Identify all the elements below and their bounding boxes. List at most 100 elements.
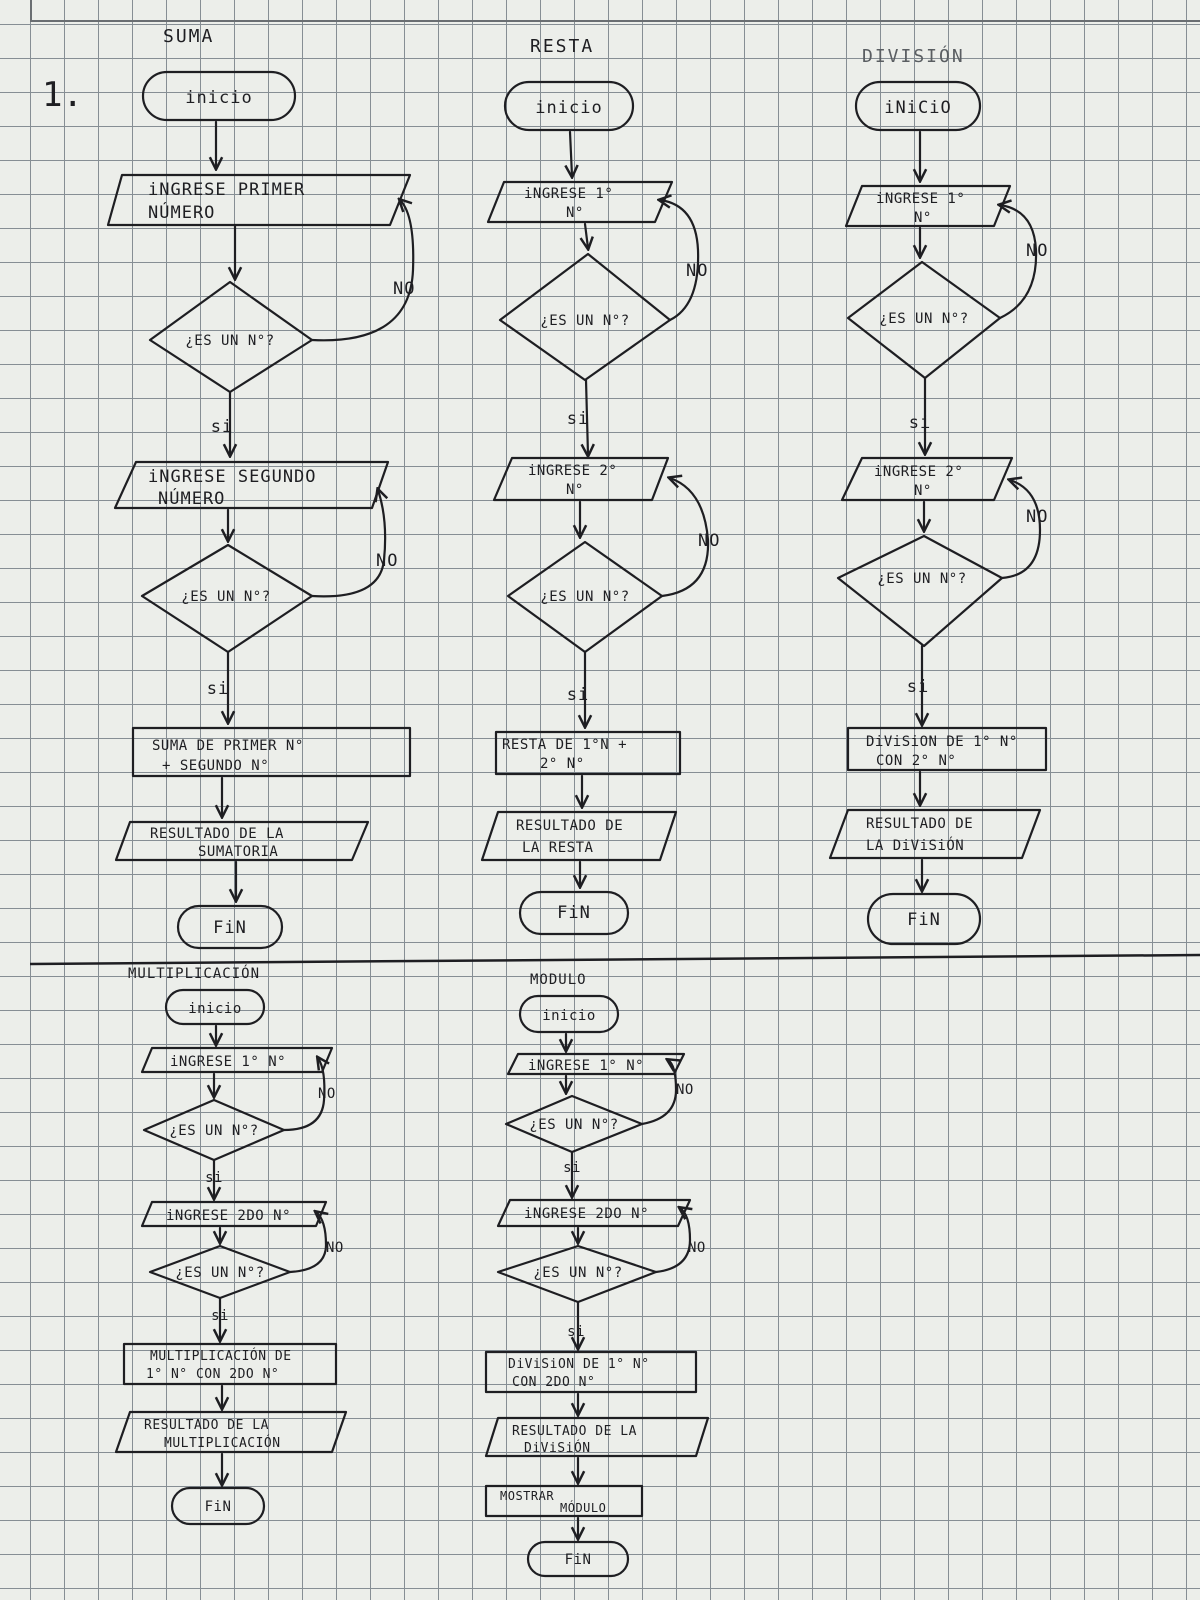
loop-no-suma-1	[310, 200, 415, 342]
title-resta: RESTA	[530, 36, 594, 57]
process-label-multiplicacion: MULTIPLICACIÓN DE	[150, 1348, 292, 1364]
input-first-number-resta	[486, 180, 674, 224]
loop-no-resta-2	[660, 478, 710, 598]
loop-no-multiplicacion-2	[288, 1212, 326, 1274]
output-suma	[114, 820, 370, 862]
output-label2-modulo: DiViSiÓN	[524, 1440, 591, 1456]
start-terminal-modulo	[518, 994, 620, 1034]
loop-no-suma-2	[310, 490, 385, 598]
input-second-number-resta	[492, 456, 670, 502]
output-multiplicacion	[114, 1410, 348, 1454]
process-label-division: DiViSiON DE 1° N°	[866, 734, 1018, 750]
show-label2-modulo: MÓDULO	[560, 1500, 606, 1515]
no-label-division-2: NO	[1026, 507, 1048, 527]
start-terminal-division	[854, 80, 982, 132]
title-multiplicacion: MULTIPLICACIÓN	[128, 964, 260, 982]
output-label-multiplicacion: RESULTADO DE LA	[144, 1418, 269, 1433]
input-second-label-modulo: iNGRESE 2DO N°	[524, 1206, 649, 1222]
input-first-label2-division: N°	[914, 210, 932, 226]
title-modulo: MODULO	[530, 972, 587, 988]
yes-label-resta-1: si	[567, 409, 589, 429]
process-label-suma: SUMA DE PRIMER N°	[152, 738, 304, 754]
title-division: DIVISIÓN	[862, 45, 965, 67]
flowchart-suma: SUMA inicio iNGRESE PRIMER NÚMERO ¿ES UN…	[106, 26, 415, 950]
process-suma	[131, 726, 412, 778]
end-label-multiplicacion: FiN	[205, 1499, 232, 1515]
end-terminal-resta	[518, 890, 630, 936]
process-division	[846, 726, 1048, 772]
input-second-number-multiplicacion	[140, 1200, 328, 1228]
end-terminal-multiplicacion	[170, 1486, 266, 1526]
output-label2-resta: LA RESTA	[522, 840, 594, 856]
output-modulo	[484, 1416, 710, 1458]
yes-label-modulo-2: si	[567, 1324, 585, 1340]
input-second-label-multiplicacion: iNGRESE 2DO N°	[166, 1208, 291, 1224]
end-label-modulo: FiN	[565, 1552, 592, 1568]
input-second-number-suma	[113, 460, 390, 510]
process-label-resta: RESTA DE 1°N +	[502, 737, 627, 753]
decision-first-label-suma: ¿ES UN N°?	[185, 333, 274, 349]
loop-no-modulo-1	[640, 1060, 676, 1126]
loop-no-modulo-2	[654, 1208, 690, 1274]
title-suma: SUMA	[163, 26, 214, 47]
no-label-modulo-1: NO	[676, 1082, 694, 1098]
start-terminal-resta	[503, 80, 635, 132]
arrow	[586, 378, 588, 455]
process-resta	[494, 730, 682, 776]
output-label2-multiplicacion: MULTIPLICACIÓN	[164, 1435, 281, 1451]
output-resta	[480, 810, 678, 862]
decision-second-label-resta: ¿ES UN N°?	[540, 589, 629, 605]
decision-first-label-division: ¿ES UN N°?	[879, 311, 968, 327]
no-label-suma-2: NO	[376, 551, 398, 571]
end-label-division: FiN	[907, 910, 941, 930]
flowchart-multiplicacion: MULTIPLICACIÓN inicio iNGRESE 1° N° ¿ES …	[114, 964, 348, 1526]
loop-no-division-2	[1000, 480, 1042, 580]
output-label-modulo: RESULTADO DE LA	[512, 1424, 637, 1439]
start-label-multiplicacion: inicio	[188, 1001, 242, 1017]
no-label-multiplicacion-1: NO	[318, 1086, 336, 1102]
flowchart-modulo: MODULO inicio iNGRESE 1° N° ¿ES UN N°? N…	[484, 972, 710, 1578]
start-label-suma: inicio	[185, 88, 252, 108]
input-first-label-suma: iNGRESE PRIMER	[148, 180, 305, 200]
process-modulo	[484, 1350, 698, 1394]
decision-second-label-division: ¿ES UN N°?	[877, 571, 966, 587]
no-label-resta-1: NO	[686, 261, 708, 281]
yes-label-suma-1: si	[211, 417, 233, 437]
yes-label-resta-2: si	[567, 685, 589, 705]
input-first-label-multiplicacion: iNGRESE 1° N°	[170, 1054, 286, 1070]
decision-first-label-modulo: ¿ES UN N°?	[529, 1117, 618, 1133]
decision-second-label-suma: ¿ES UN N°?	[181, 589, 270, 605]
output-label-suma: RESULTADO DE LA	[150, 826, 284, 842]
page-top-margin	[30, 0, 1200, 22]
show-label-modulo: MOSTRAR	[500, 1489, 554, 1503]
input-second-label-division: iNGRESE 2°	[874, 464, 963, 480]
process-label-modulo: DiViSiON DE 1° N°	[508, 1357, 650, 1372]
no-label-modulo-2: NO	[688, 1240, 706, 1256]
decision-first-label-resta: ¿ES UN N°?	[540, 313, 629, 329]
input-first-label-modulo: iNGRESE 1° N°	[528, 1058, 644, 1074]
no-label-resta-2: NO	[698, 531, 720, 551]
loop-no-division-1	[1000, 205, 1038, 320]
output-division	[828, 808, 1042, 860]
process-label2-modulo: CON 2DO N°	[512, 1375, 595, 1390]
yes-label-division-1: si	[909, 413, 931, 433]
no-label-multiplicacion-2: NO	[326, 1240, 344, 1256]
output-label2-division: LA DiViSiÓN	[866, 836, 964, 854]
process-label2-multiplicacion: 1° N° CON 2DO N°	[146, 1367, 279, 1382]
output-label-resta: RESULTADO DE	[516, 818, 623, 834]
arrow	[570, 130, 572, 176]
section-divider	[29, 953, 1200, 966]
input-second-number-modulo	[496, 1198, 692, 1228]
end-terminal-suma	[176, 904, 284, 950]
process-label2-division: CON 2° N°	[876, 753, 956, 769]
input-first-label-resta: iNGRESE 1°	[524, 186, 613, 202]
input-second-label-suma: iNGRESE SEGUNDO	[148, 467, 317, 487]
decision-first-label-multiplicacion: ¿ES UN N°?	[169, 1123, 258, 1139]
input-first-label2-resta: N°	[566, 205, 584, 221]
flowchart-division: DIVISIÓN iNiCiO iNGRESE 1° N° ¿ES UN N°?…	[828, 45, 1048, 946]
input-second-label-resta: iNGRESE 2°	[528, 463, 617, 479]
input-second-label2-division: N°	[914, 483, 932, 499]
